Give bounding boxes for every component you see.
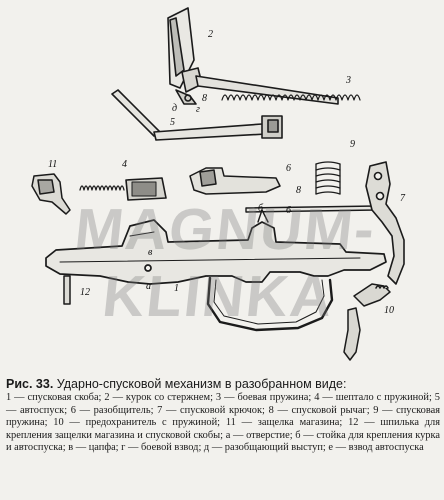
label-4: 4 (122, 159, 127, 170)
mechanism-drawing (31, 7, 405, 361)
label-3: 3 (346, 75, 351, 86)
label-8b: 8 (296, 185, 301, 196)
label-a: а (146, 281, 151, 292)
trigger-spring (315, 161, 341, 195)
sear-with-spring (79, 177, 167, 201)
pin (63, 275, 71, 305)
label-8a: 8 (202, 93, 207, 104)
trigger (365, 161, 405, 285)
label-1: 1 (174, 283, 179, 294)
caption-title: Ударно-спусковой механизм в разобранном … (56, 377, 347, 391)
label-v: в (148, 247, 153, 258)
label-2: 2 (208, 29, 213, 40)
label-6b: 6 (286, 205, 291, 216)
label-d: д (172, 103, 178, 114)
label-5: 5 (170, 117, 175, 128)
auto-release (111, 89, 283, 141)
caption-body: 1 — спусковая скоба; 2 — курок со стержн… (6, 392, 440, 454)
label-7: 7 (400, 193, 405, 204)
magazine-latch (31, 173, 71, 215)
caption-title-line: Рис. 33. Ударно-спусковой механизм в раз… (6, 376, 440, 392)
label-11: 11 (48, 159, 58, 170)
safety-with-spring (343, 283, 391, 361)
watermark: MAGNUM-KLINKA (71, 197, 380, 329)
label-6a: 6 (286, 163, 291, 174)
disconnector (189, 167, 281, 195)
trigger-guard (45, 209, 387, 332)
mainspring (221, 94, 361, 101)
caption-number: Рис. 33. (6, 377, 54, 391)
label-12: 12 (80, 287, 90, 298)
exploded-view-figure: MAGNUM-KLINKA 2 3 8 г д 5 4 11 6 9 8 7 6… (31, 7, 405, 361)
hammer-with-rod (167, 7, 339, 105)
figure-caption: Рис. 33. Ударно-спусковой механизм в раз… (6, 376, 440, 455)
label-10: 10 (384, 305, 394, 316)
label-b: б (258, 203, 264, 214)
label-g: г (196, 104, 200, 115)
label-9: 9 (350, 139, 355, 150)
